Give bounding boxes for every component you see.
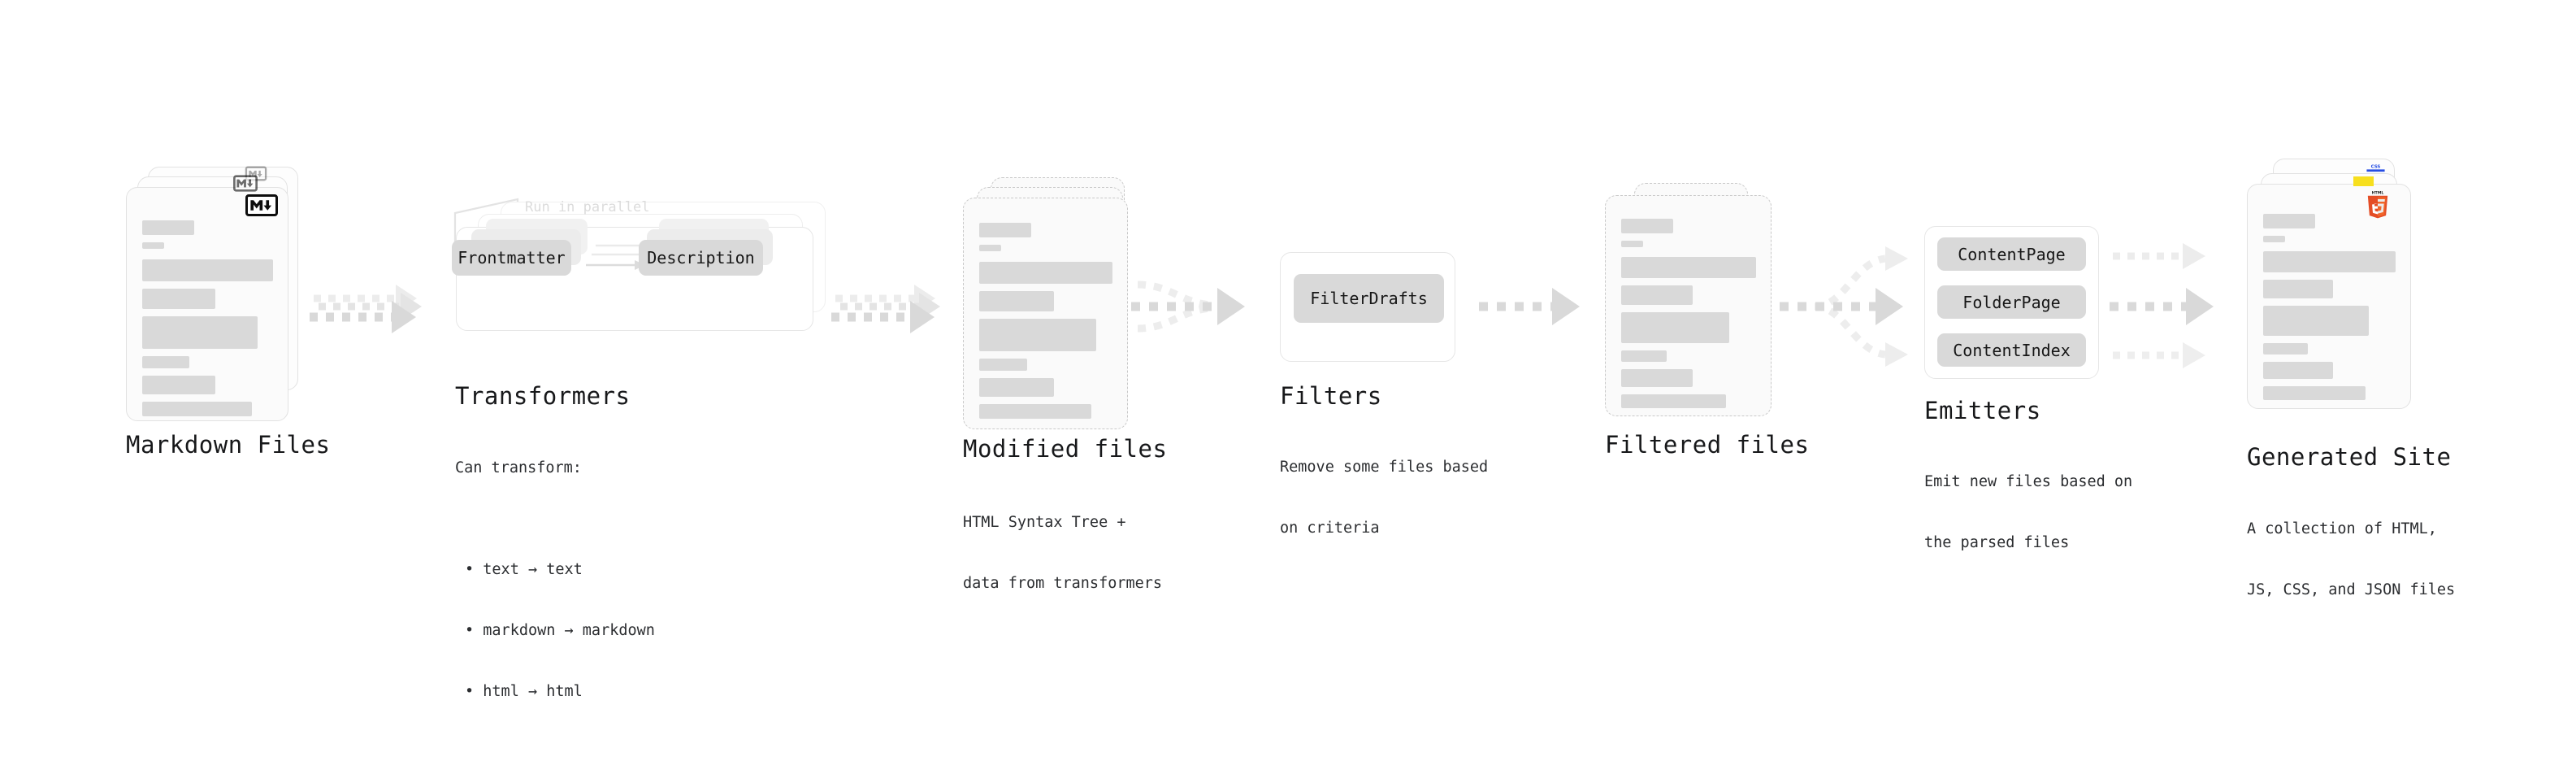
generated-site-caption-line1: A collection of HTML, <box>2247 520 2437 537</box>
filtered-files-title: Filtered files <box>1605 431 1810 459</box>
html5-icon: HTML <box>2366 189 2390 219</box>
pipeline-diagram: Markdown Files <box>126 159 2455 700</box>
transformer-chip-frontmatter[interactable]: Frontmatter <box>452 240 571 276</box>
transformers-caption: Can transform: • text → text • markdown … <box>455 417 655 783</box>
emitters-chip-contentindex-label: ContentIndex <box>1953 340 2071 360</box>
emitters-title: Emitters <box>1924 397 2041 424</box>
modified-files-title: Modified files <box>963 435 1168 463</box>
emitters-chip-contentindex[interactable]: ContentIndex <box>1937 333 2086 367</box>
generated-site-placeholder-lines <box>2263 214 2396 407</box>
transformers-bullet-0: • text → text <box>465 561 583 578</box>
arrow-modified-to-filters <box>1131 281 1245 333</box>
transformers-title: Transformers <box>455 382 631 410</box>
modified-files-group <box>963 177 1138 429</box>
filters-caption-line2: on criteria <box>1280 520 1380 537</box>
modified-files-caption-line2: data from transformers <box>963 575 1163 592</box>
filters-chip-filterdrafts-label: FilterDrafts <box>1310 289 1428 308</box>
emitters-chip-folderpage[interactable]: FolderPage <box>1937 285 2086 319</box>
svg-text:CSS: CSS <box>2371 165 2381 170</box>
markdown-icon <box>245 194 278 216</box>
transformers-bullet-1: • markdown → markdown <box>465 622 655 639</box>
filters-caption-line1: Remove some files based <box>1280 459 1489 476</box>
transformer-chip-description-label: Description <box>647 248 755 268</box>
markdown-file-card-front <box>126 187 288 421</box>
generated-site-title: Generated Site <box>2247 443 2452 471</box>
emitters-chip-contentpage-label: ContentPage <box>1958 244 2066 264</box>
transformers-bullet-list: • text → text • markdown → markdown • ht… <box>455 519 655 742</box>
generated-site-caption-line2: JS, CSS, and JSON files <box>2247 581 2456 598</box>
markdown-files-group <box>126 166 301 423</box>
filters-group: FilterDrafts <box>1280 252 1459 362</box>
js-icon <box>2353 176 2374 186</box>
transformer-chip-frontmatter-label: Frontmatter <box>458 248 566 268</box>
emitters-chip-folderpage-label: FolderPage <box>1962 292 2061 312</box>
transformers-group: Frontmatter Description <box>441 202 831 356</box>
filters-caption: Remove some files based on criteria <box>1280 416 1488 579</box>
generated-site-card-html <box>2247 184 2411 409</box>
arrow-filtered-to-emitters <box>1780 246 1908 367</box>
arrow-transformers-to-modified <box>831 285 940 333</box>
modified-files-caption-line1: HTML Syntax Tree + <box>963 514 1126 531</box>
filtered-file-card-front <box>1605 195 1772 416</box>
transformers-caption-heading: Can transform: <box>455 459 582 476</box>
svg-text:HTML: HTML <box>2372 190 2384 195</box>
markdown-file-placeholder-lines <box>142 220 273 424</box>
filters-chip-filterdrafts[interactable]: FilterDrafts <box>1294 274 1444 323</box>
css-icon: CSS <box>2366 161 2386 172</box>
transformer-chip-description[interactable]: Description <box>639 240 763 276</box>
filters-title: Filters <box>1280 382 1382 410</box>
generated-site-group: CSS HTML <box>2247 159 2434 427</box>
run-in-parallel-label: Run in parallel <box>525 199 650 215</box>
filtered-files-group <box>1605 183 1780 427</box>
modified-files-caption: HTML Syntax Tree + data from transformer… <box>963 472 1162 634</box>
emitters-caption-line1: Emit new files based on <box>1924 473 2133 490</box>
filtered-file-placeholder-lines <box>1621 219 1756 415</box>
arrow-filters-to-filtered <box>1479 288 1580 325</box>
markdown-files-title: Markdown Files <box>126 431 331 459</box>
arrow-emitters-to-site <box>2110 243 2214 368</box>
markdown-icon-mid <box>233 175 258 192</box>
emitters-caption: Emit new files based on the parsed files <box>1924 431 2132 594</box>
emitters-caption-line2: the parsed files <box>1924 534 2070 551</box>
modified-file-card-front <box>963 198 1128 429</box>
transformers-bullet-2: • html → html <box>465 683 583 700</box>
emitters-chip-contentpage[interactable]: ContentPage <box>1937 237 2086 271</box>
arrow-markdown-to-transformers <box>310 285 422 333</box>
modified-file-placeholder-lines <box>979 223 1112 426</box>
emitters-group: ContentPage FolderPage ContentIndex <box>1924 226 2111 381</box>
generated-site-caption: A collection of HTML, JS, CSS, and JSON … <box>2247 478 2455 641</box>
